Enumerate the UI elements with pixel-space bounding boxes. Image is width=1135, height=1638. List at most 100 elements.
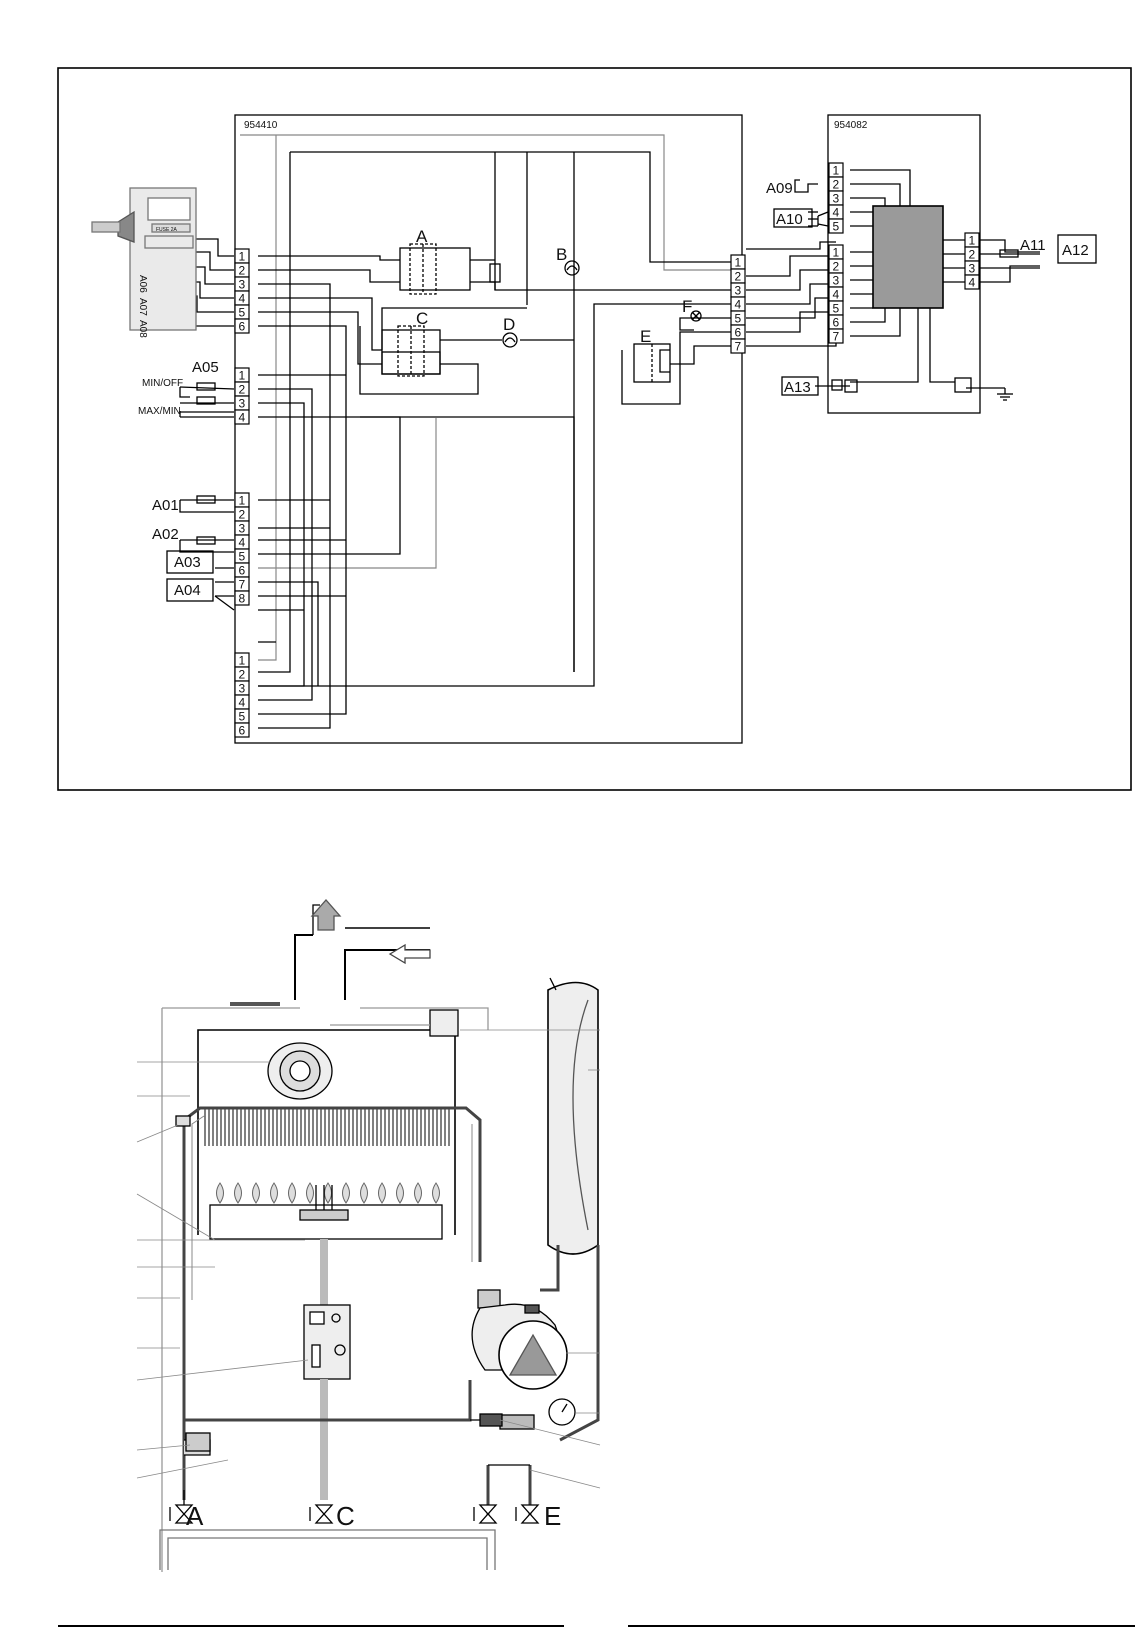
- component-e-label: E: [640, 327, 651, 346]
- terminal-a04-box: A04: [166, 578, 214, 602]
- burner-manifold: [299, 1209, 349, 1221]
- min-off-label: MIN/OFF: [142, 378, 183, 389]
- cn-bottom-pin-label: 6: [239, 724, 246, 738]
- cn-switch-pin-label: 4: [239, 411, 246, 425]
- cn-sensors-pin-box: [234, 590, 250, 606]
- cn-aux-out-pin-box: [964, 274, 980, 290]
- cn-sensors-pin-label: 1: [239, 494, 246, 508]
- pump-triangle-icon: [508, 1333, 558, 1376]
- external-wires: [179, 179, 850, 611]
- component-f-label: F: [682, 297, 692, 316]
- relay-c: [381, 325, 441, 377]
- cn-mains-pin-label: 4: [239, 292, 246, 306]
- lamp-f-icon: [690, 310, 702, 322]
- terminal-a08: A08: [137, 320, 148, 338]
- cn-right-pin-label: 4: [735, 298, 742, 312]
- cn-bottom-pin-box: [234, 722, 250, 738]
- flame-icon: [396, 1182, 404, 1204]
- connector-pins: 1234561234123456781234561234567123451234…: [234, 162, 980, 738]
- fan-b-icon: [564, 260, 580, 276]
- cn-bottom-pin-label: 4: [239, 696, 246, 710]
- flame-icon: [252, 1182, 260, 1204]
- flame-icon: [360, 1182, 368, 1204]
- cn-aux-mid-pin-label: 4: [833, 288, 840, 302]
- cn-switch-pin-label: 2: [239, 383, 246, 397]
- cn-right-pin-label: 2: [735, 270, 742, 284]
- flame-icon: [378, 1182, 386, 1204]
- primary-flow-pipe: [182, 1106, 482, 1300]
- gray-wires: [240, 134, 732, 661]
- cn-aux-out-pin-label: 4: [969, 276, 976, 290]
- cn-sensors-pin-label: 7: [239, 578, 246, 592]
- terminal-a12-box: A12: [1057, 234, 1097, 264]
- cn-aux-mid-pin-label: 7: [833, 330, 840, 344]
- cn-sensors-pin-label: 8: [239, 592, 246, 606]
- motor-d-icon: [502, 332, 518, 348]
- cn-right-pin-label: 5: [735, 312, 742, 326]
- cn-aux-mid-pin-label: 1: [833, 246, 840, 260]
- cn-bottom-pin-label: 3: [239, 682, 246, 696]
- flame-icon: [414, 1182, 422, 1204]
- leader-lines: [136, 1029, 601, 1489]
- cn-mains-pin-box: [234, 318, 250, 334]
- terminal-switches: [196, 249, 1019, 545]
- cn-aux-out-pin-label: 3: [969, 262, 976, 276]
- cn-aux-top-pin-label: 3: [833, 192, 840, 206]
- aux-board-controller: [872, 205, 944, 309]
- cn-aux-out-pin-label: 2: [969, 248, 976, 262]
- main-board-code: 954410: [244, 120, 278, 131]
- burner-flames: [216, 1182, 440, 1204]
- terminal-a09: A09: [766, 180, 793, 197]
- valve-c-label: C: [336, 1501, 355, 1531]
- component-a-label: A: [416, 227, 428, 246]
- cn-mains-pin-label: 1: [239, 250, 246, 264]
- overheat-thermostat: [175, 1115, 191, 1127]
- cn-aux-mid-pin-label: 5: [833, 302, 840, 316]
- cn-mains-pin-label: 5: [239, 306, 246, 320]
- cn-aux-top-pin-box: [828, 218, 844, 234]
- cn-sensors-pin-label: 2: [239, 508, 246, 522]
- bottom-connecting-pipe: [159, 1529, 496, 1570]
- terminal-a13-box: A13: [781, 376, 819, 396]
- flame-icon: [324, 1182, 332, 1204]
- aux-board: [827, 114, 981, 414]
- flame-icon: [342, 1182, 350, 1204]
- cn-right-pin-box: [730, 338, 746, 354]
- air-vent: [477, 1289, 501, 1309]
- main-board: [234, 114, 743, 744]
- pressure-switch: [429, 1009, 459, 1037]
- flue-up-arrow-icon: [310, 899, 342, 931]
- cn-aux-mid-pin-label: 3: [833, 274, 840, 288]
- terminal-a10-box: A10: [773, 208, 813, 228]
- cn-aux-top-pin-label: 5: [833, 220, 840, 234]
- terminal-a07: A07: [137, 298, 148, 316]
- terminal-a04: A04: [174, 582, 201, 599]
- cn-bottom-pin-label: 1: [239, 654, 246, 668]
- component-c-label: C: [416, 309, 428, 328]
- flame-icon: [306, 1182, 314, 1204]
- cn-aux-top-pin-label: 2: [833, 178, 840, 192]
- terminal-a11: A11: [1020, 237, 1046, 254]
- cn-mains-pin-label: 2: [239, 264, 246, 278]
- air-intake-arrow-icon: [388, 943, 431, 965]
- cn-aux-mid-pin-label: 2: [833, 260, 840, 274]
- cn-aux-top-pin-label: 4: [833, 206, 840, 220]
- hydraulic-diagram: [58, 899, 1135, 1627]
- cn-aux-mid-pin-label: 6: [833, 316, 840, 330]
- valve-c-icon: [309, 1504, 334, 1524]
- cn-sensors-pin-label: 4: [239, 536, 246, 550]
- valve-e-right-icon: [515, 1504, 540, 1524]
- cn-switch-pin-label: 3: [239, 397, 246, 411]
- cn-right-pin-label: 3: [735, 284, 742, 298]
- terminal-a13: A13: [784, 379, 811, 396]
- combustion-chamber: [197, 1029, 456, 1235]
- valve-a-icon: [169, 1504, 194, 1524]
- relay-a: [399, 243, 471, 295]
- terminal-a03: A03: [174, 554, 201, 571]
- cn-sensors-pin-label: 3: [239, 522, 246, 536]
- flue-duct: [294, 934, 313, 1000]
- cn-mains-pin-label: 3: [239, 278, 246, 292]
- component-b-label: B: [556, 245, 567, 264]
- terminal-a03-box: A03: [166, 550, 214, 574]
- return-pipe: [182, 1300, 472, 1422]
